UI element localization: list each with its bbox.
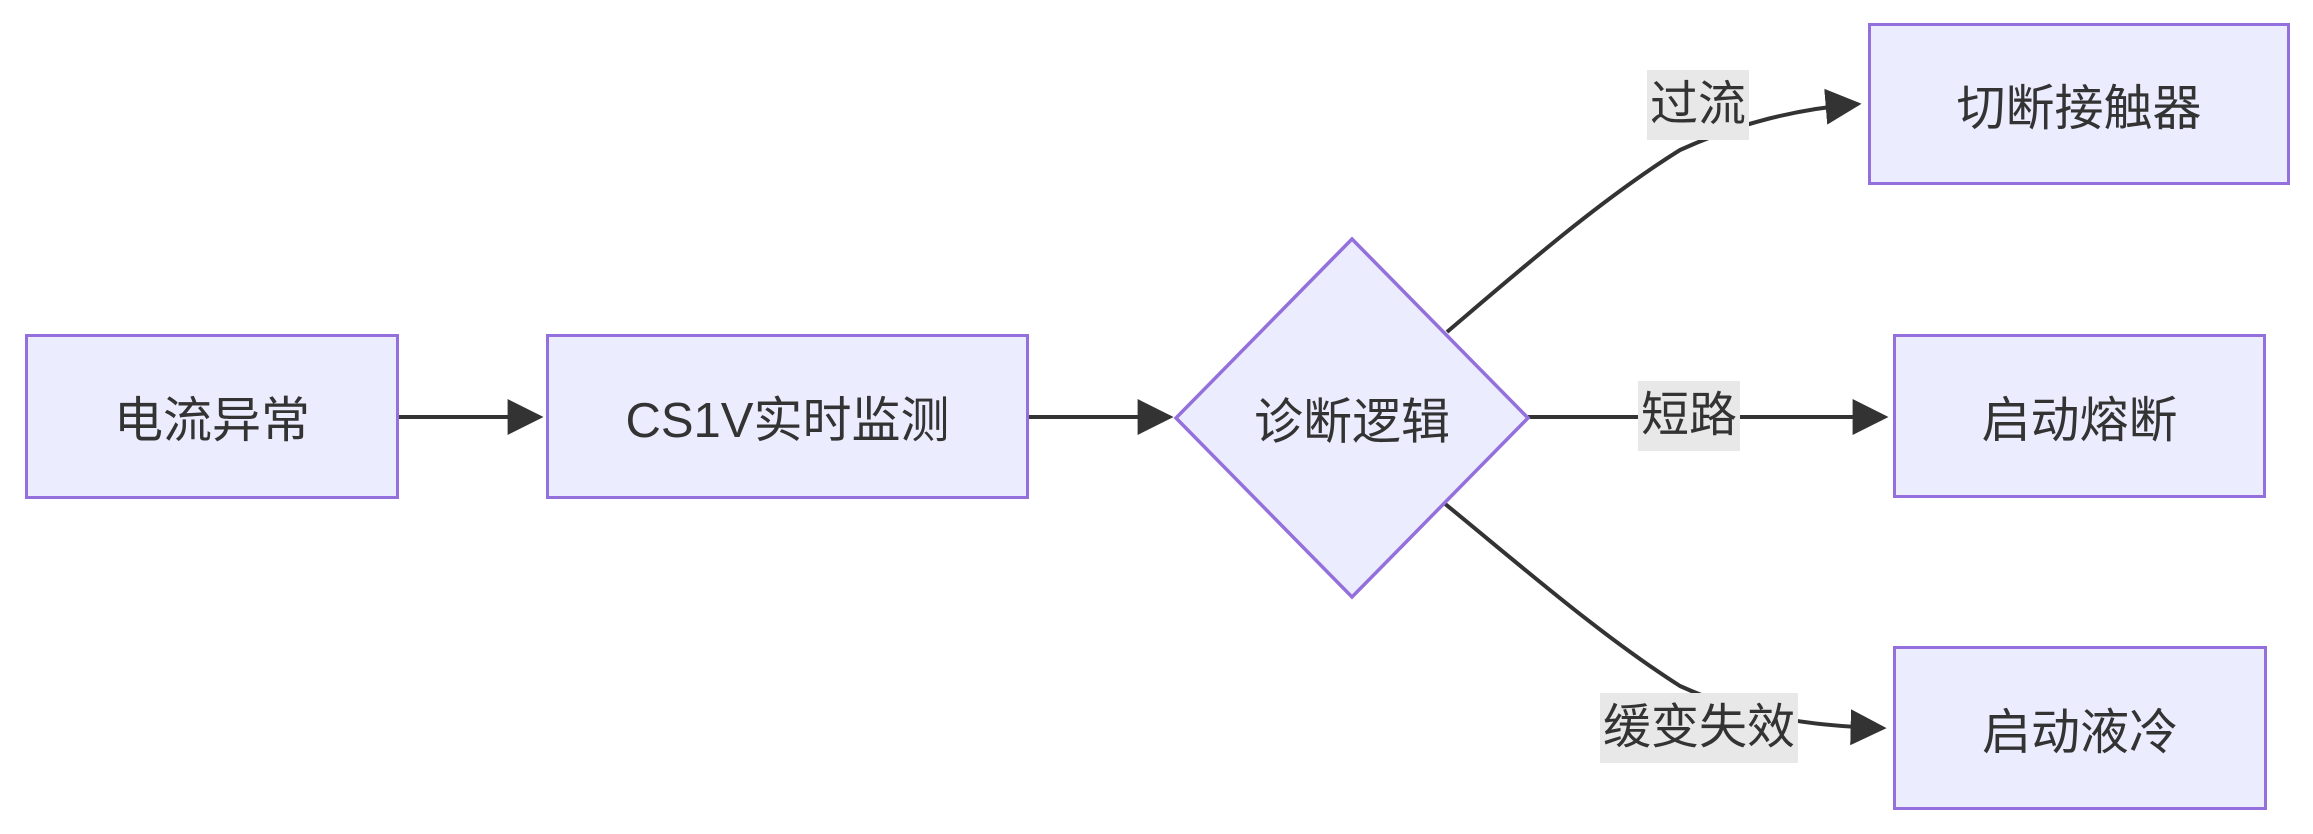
edge-label-overcurrent: 过流	[1646, 70, 1750, 140]
edge-diagnosis-to-liquid-cooling	[1442, 501, 1887, 746]
node-cut-contactor: 切断接触器	[1868, 23, 2290, 185]
node-cs1v-realtime-monitoring: CS1V实时监测	[546, 334, 1029, 499]
node-diagnosis-diamond-shape	[1173, 236, 1531, 600]
node-start-liquid-cooling: 启动液冷	[1893, 646, 2267, 810]
node-diagnosis-logic-label: 诊断逻辑	[1253, 395, 1451, 450]
edge-label-gradual-failure: 缓变失效	[1599, 693, 1799, 763]
edge-diagnosis-to-cut-contactor	[1445, 88, 1862, 334]
node-current-anomaly: 电流异常	[25, 334, 399, 499]
edge-label-short-circuit: 短路	[1637, 381, 1741, 451]
node-start-fuse: 启动熔断	[1893, 334, 2266, 498]
